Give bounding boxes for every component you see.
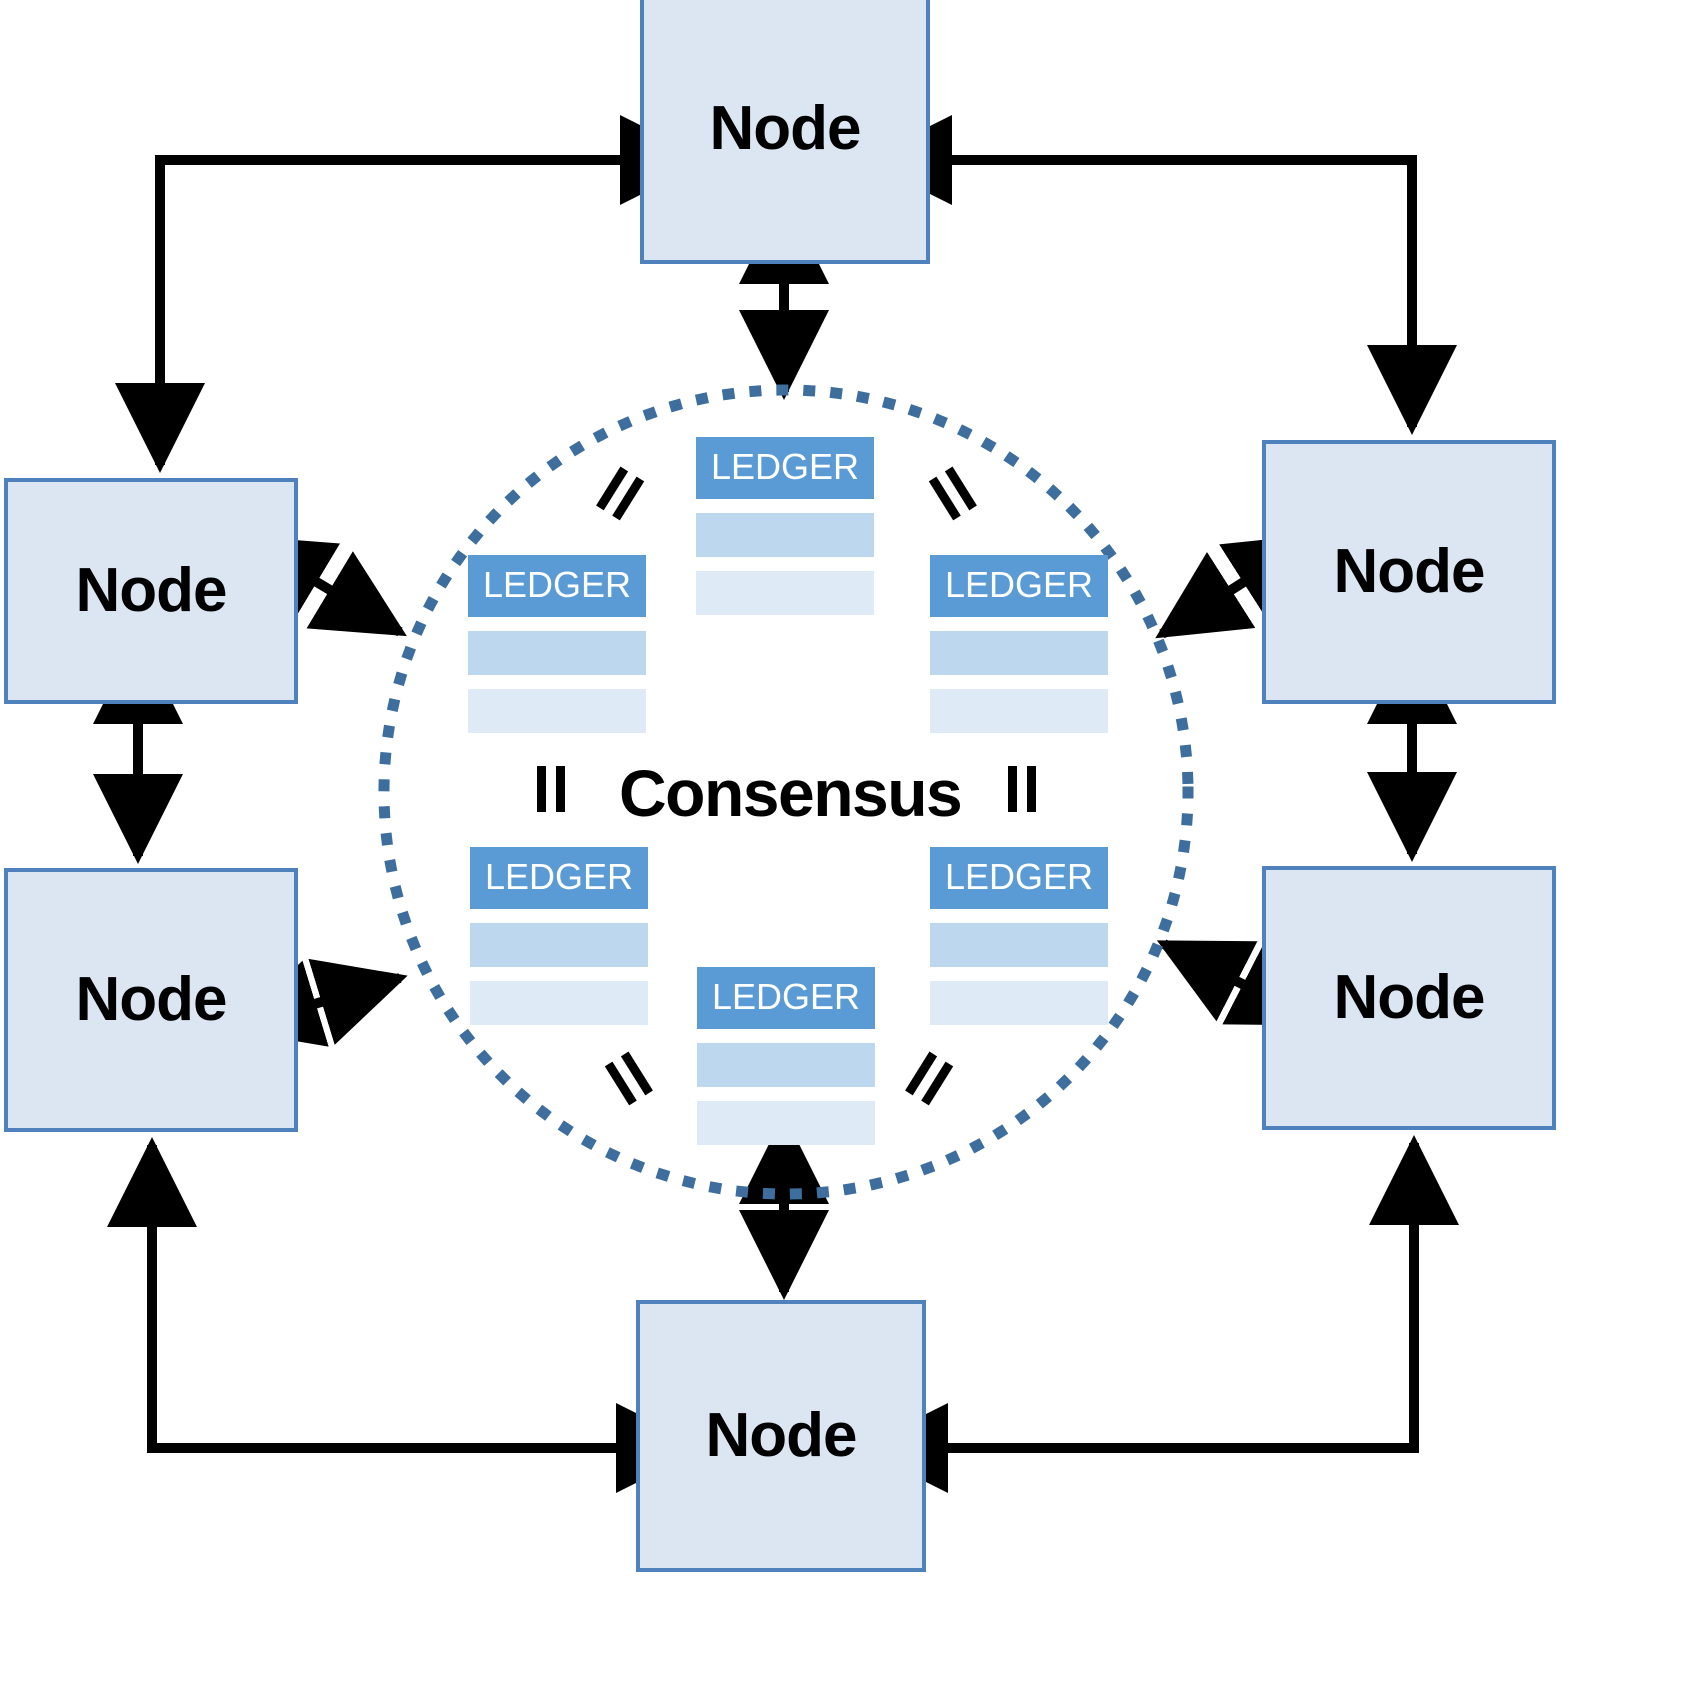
node-label: Node (75, 965, 228, 1034)
connector-top-to-left-upper (115, 115, 710, 474)
ledger-upper-right[interactable]: LEDGER (930, 555, 1108, 733)
node-bottom[interactable]: Node (636, 1300, 926, 1572)
ledger-top[interactable]: LEDGER (696, 437, 874, 615)
consensus-circle (378, 384, 1194, 1200)
ledger-lower-left[interactable]: LEDGER (470, 847, 648, 1025)
ledger-row-2 (696, 571, 874, 615)
node-right-lower[interactable]: Node (1262, 866, 1556, 1130)
ledger-header: LEDGER (930, 555, 1108, 617)
ledger-row-1 (468, 631, 646, 675)
node-label: Node (75, 556, 228, 625)
connector-top-to-right-upper (862, 115, 1457, 436)
ledger-row-1 (930, 923, 1108, 967)
connector-right-upper-to-consensus (1155, 533, 1320, 639)
node-right-upper[interactable]: Node (1262, 440, 1556, 704)
ledger-header: LEDGER (696, 437, 874, 499)
ledger-header: LEDGER (468, 555, 646, 617)
ledger-row-1 (470, 923, 648, 967)
ledger-row-2 (470, 981, 648, 1025)
node-top[interactable]: Node (640, 0, 930, 264)
node-label: Node (1333, 963, 1486, 1032)
ledger-row-1 (696, 513, 874, 557)
node-label: Node (1333, 537, 1486, 606)
connector-left-upper-to-consensus (239, 535, 407, 637)
consensus-label: Consensus (619, 756, 963, 830)
ledger-header: LEDGER (697, 967, 875, 1029)
connector-right-lower-to-consensus (1156, 939, 1324, 1026)
equals-mid-left-icon (535, 766, 569, 812)
ledger-bottom[interactable]: LEDGER (697, 967, 875, 1145)
node-label: Node (705, 1401, 858, 1470)
ledger-header: LEDGER (470, 847, 648, 909)
ledger-row-1 (930, 631, 1108, 675)
ledger-row-2 (930, 689, 1108, 733)
ledger-row-1 (697, 1043, 875, 1087)
node-left-upper[interactable]: Node (4, 478, 298, 704)
node-left-lower[interactable]: Node (4, 868, 298, 1132)
connector-bottom-to-left-lower (107, 1136, 706, 1493)
connector-left-lower-to-consensus (229, 958, 408, 1047)
equals-mid-right-icon (1006, 766, 1040, 812)
ledger-header: LEDGER (930, 847, 1108, 909)
ledger-row-2 (930, 981, 1108, 1025)
ledger-upper-left[interactable]: LEDGER (468, 555, 646, 733)
node-label: Node (709, 94, 862, 163)
ledger-lower-right[interactable]: LEDGER (930, 847, 1108, 1025)
ledger-row-2 (697, 1101, 875, 1145)
ledger-row-2 (468, 689, 646, 733)
connector-bottom-to-right-lower (858, 1134, 1459, 1493)
